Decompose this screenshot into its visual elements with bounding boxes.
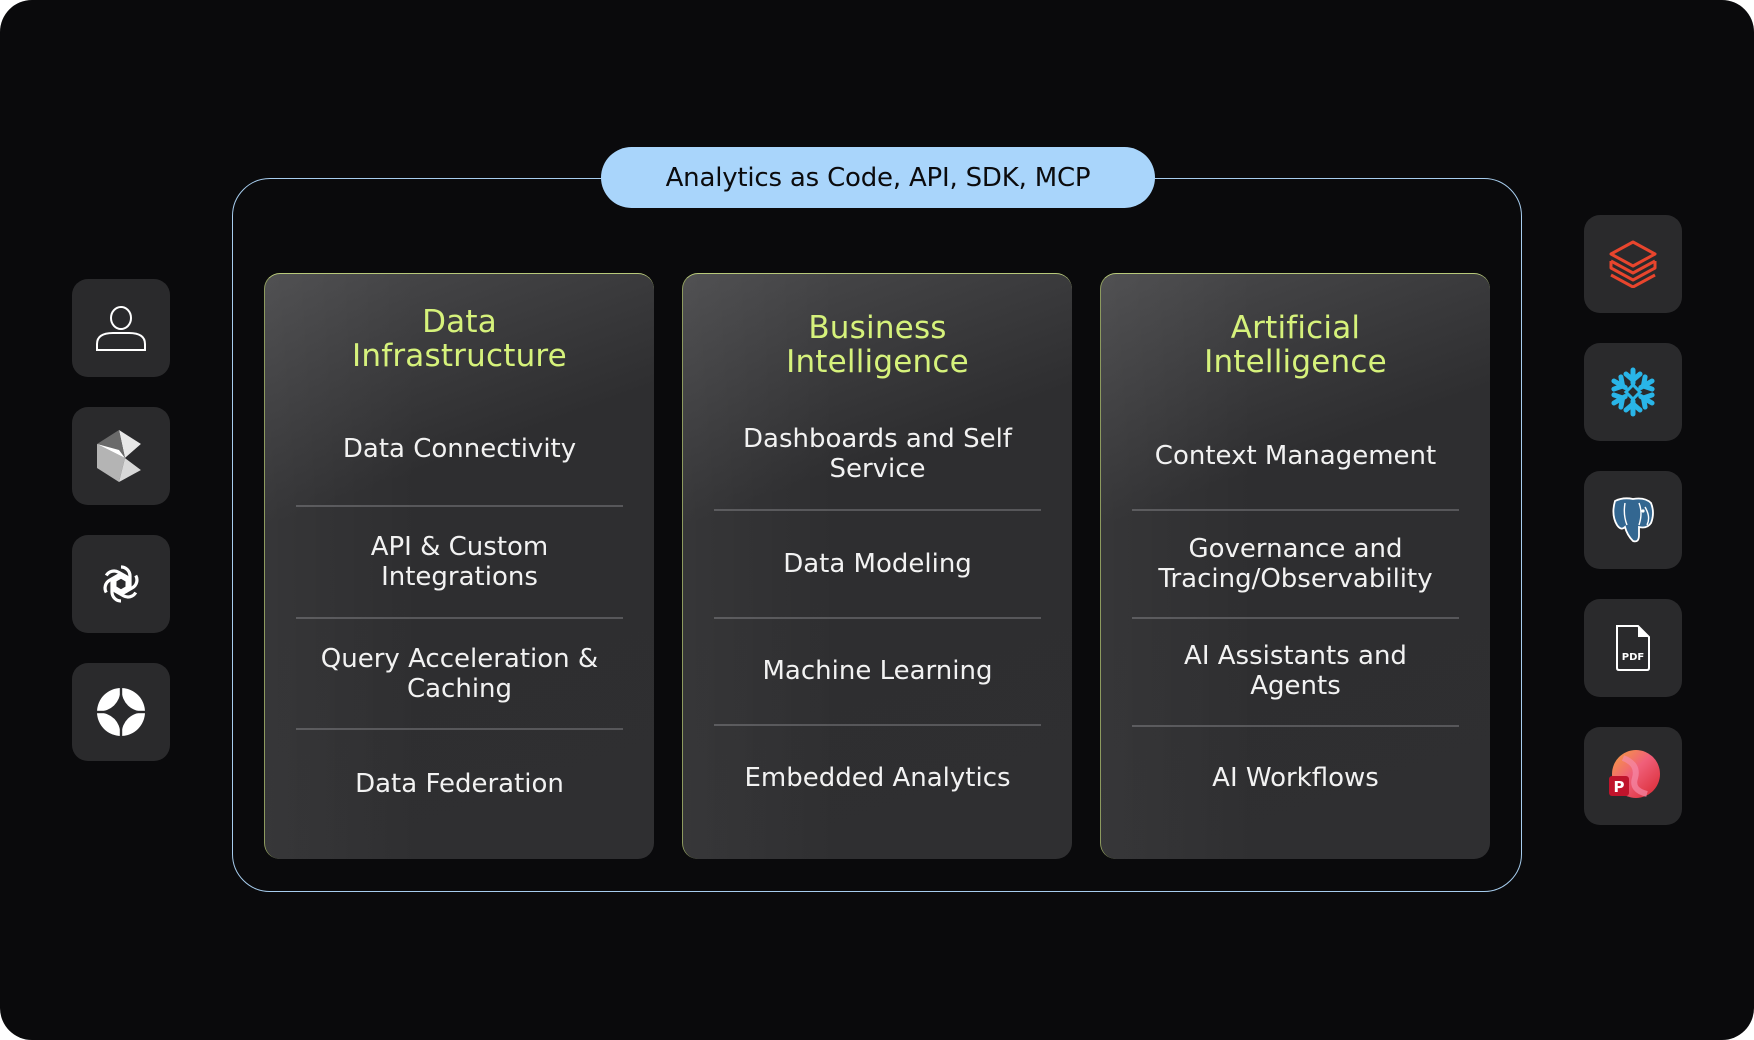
list-item-data-connectivity: Data Connectivity (265, 434, 654, 464)
divider (1132, 725, 1459, 727)
cube-logo-icon-box (72, 407, 170, 505)
divider (714, 724, 1041, 726)
item-text: Agents (1250, 671, 1341, 701)
sparkle-circle-icon-box (72, 663, 170, 761)
item-text: Embedded Analytics (744, 763, 1011, 793)
item-text: Caching (406, 674, 513, 704)
item-text: Dashboards and Self (743, 424, 1012, 454)
pill-label: Analytics as Code, API, SDK, MCP (665, 162, 1091, 193)
databricks-icon (1609, 240, 1657, 288)
divider (1132, 617, 1459, 619)
divider (296, 617, 623, 619)
postgresql-icon (1612, 497, 1654, 543)
item-text: Data Modeling (783, 549, 972, 579)
card-title-line: Artificial (1230, 310, 1361, 346)
postgresql-icon-box (1584, 471, 1682, 569)
card-business-intelligence: Business Intelligence Dashboards and Sel… (682, 273, 1072, 859)
list-item-embedded-analytics: Embedded Analytics (683, 763, 1072, 793)
divider (1132, 509, 1459, 511)
item-text: AI Workflows (1212, 763, 1379, 793)
list-item-api-custom-integrations: API & Custom Integrations (265, 532, 654, 592)
item-text: API & Custom (370, 532, 549, 562)
card-title-line: Infrastructure (352, 338, 567, 374)
card-artificial-intelligence: Artificial Intelligence Context Manageme… (1100, 273, 1490, 859)
item-text: Query Acceleration & (320, 644, 599, 674)
divider (296, 728, 623, 730)
openai-icon (103, 565, 139, 603)
divider (296, 505, 623, 507)
item-text: Tracing/Observability (1158, 564, 1433, 594)
pdf-file-icon-box: PDF (1584, 599, 1682, 697)
card-title-line: Business (808, 310, 947, 346)
card-title-line: Intelligence (786, 344, 969, 380)
item-text: Integrations (381, 562, 538, 592)
ppt-label: P (1614, 778, 1625, 796)
item-text: Data Federation (355, 769, 564, 799)
databricks-icon-box (1584, 215, 1682, 313)
snowflake-icon-box (1584, 343, 1682, 441)
pdf-label: PDF (1622, 652, 1644, 663)
divider (714, 617, 1041, 619)
item-text: Service (829, 454, 926, 484)
analytics-as-code-pill: Analytics as Code, API, SDK, MCP (601, 147, 1155, 208)
item-text: Data Connectivity (342, 434, 577, 464)
list-item-context-management: Context Management (1101, 441, 1490, 471)
list-item-dashboards-self-service: Dashboards and Self Service (683, 424, 1072, 484)
user-icon-box (72, 279, 170, 377)
list-item-ai-assistants-agents: AI Assistants and Agents (1101, 641, 1490, 701)
list-item-governance-tracing: Governance and Tracing/Observability (1101, 534, 1490, 594)
user-icon (96, 306, 146, 351)
card-title-line: Intelligence (1204, 344, 1387, 380)
item-text: Governance and (1188, 534, 1403, 564)
list-item-machine-learning: Machine Learning (683, 656, 1072, 686)
divider (714, 509, 1041, 511)
item-text: Context Management (1154, 441, 1437, 471)
list-item-data-federation: Data Federation (265, 769, 654, 799)
list-item-ai-workflows: AI Workflows (1101, 763, 1490, 793)
item-text: Machine Learning (762, 656, 993, 686)
card-title: Artificial Intelligence (1101, 311, 1490, 379)
list-item-query-acceleration: Query Acceleration & Caching (265, 644, 654, 704)
pdf-file-icon: PDF (1616, 625, 1650, 671)
cube-logo-icon (97, 430, 141, 482)
card-title: Data Infrastructure (265, 305, 654, 373)
card-title: Business Intelligence (683, 311, 1072, 379)
openai-icon-box (72, 535, 170, 633)
item-text: AI Assistants and (1184, 641, 1407, 671)
card-title-line: Data (422, 304, 497, 340)
sparkle-circle-icon (96, 687, 146, 737)
powerpoint-icon: P (1609, 750, 1660, 798)
powerpoint-icon-box: P (1584, 727, 1682, 825)
card-data-infrastructure: Data Infrastructure Data Connectivity AP… (264, 273, 654, 859)
snowflake-icon (1611, 367, 1655, 417)
list-item-data-modeling: Data Modeling (683, 549, 1072, 579)
